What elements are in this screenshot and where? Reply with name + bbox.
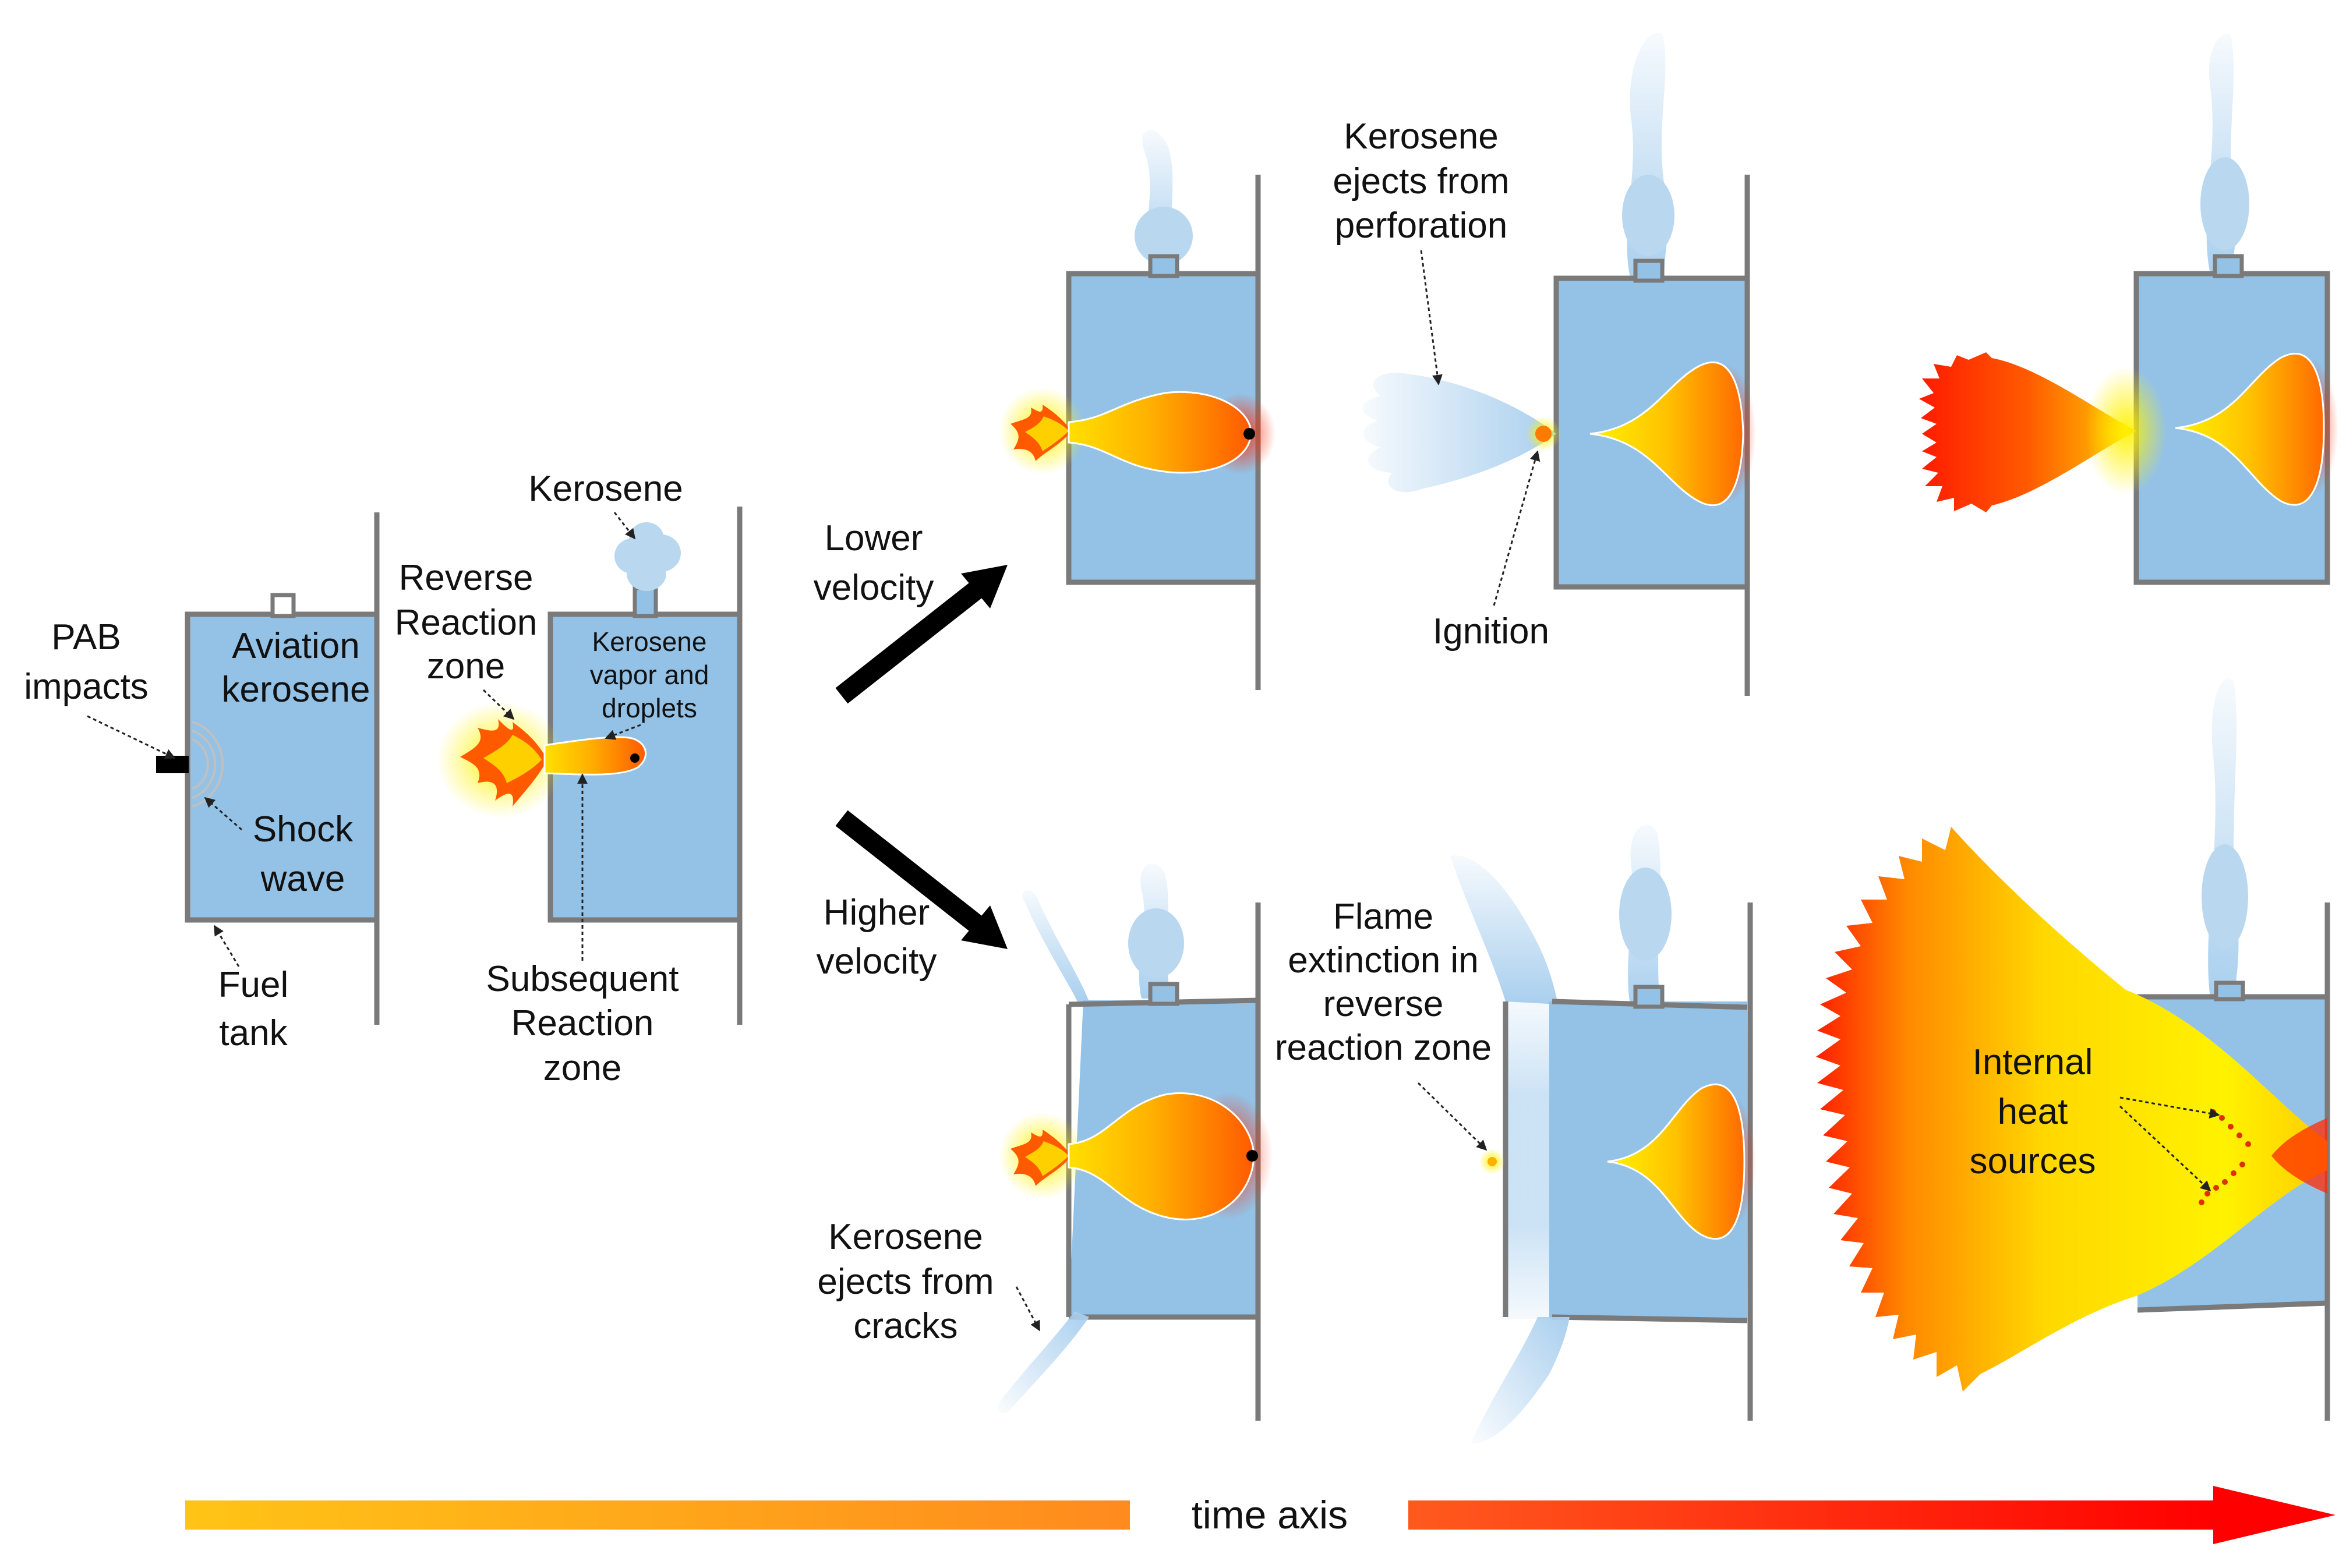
- leader-internal-1: [2119, 1096, 2220, 1119]
- leader-pab: [87, 715, 176, 759]
- flame-lower-2: [1589, 361, 1744, 507]
- tank2-neck: [633, 586, 658, 618]
- label-ejects-perf-2: ejects from: [1333, 161, 1509, 201]
- label-lower-1: Lower: [825, 518, 923, 558]
- kerosene-puff: [614, 522, 681, 591]
- panel-fuel-tank: PAB impacts Aviation kerosene Shock wave…: [24, 512, 380, 1053]
- impact-dot: [630, 753, 640, 763]
- leader-reverse: [482, 689, 515, 720]
- panel-lower-1: [999, 129, 1276, 690]
- label-subsequent-1: Subsequent: [486, 959, 679, 999]
- leader-internal-2: [2119, 1105, 2211, 1192]
- label-higher-1: Higher: [824, 893, 930, 933]
- panel-higher-3: Internal heat sources: [1816, 678, 2330, 1421]
- time-axis-arrowhead: [2213, 1486, 2336, 1544]
- label-aviation-2: kerosene: [221, 670, 370, 710]
- label-pab-2: impacts: [24, 667, 149, 707]
- label-ejects-cracks-3: cracks: [853, 1306, 958, 1346]
- arrow-higher-velocity: [835, 810, 985, 934]
- fan-fireball: [1816, 827, 2327, 1392]
- time-axis-bar-left: [185, 1500, 1130, 1530]
- exit-flame-lower: [1919, 352, 2136, 512]
- panel-lower-3: [1919, 34, 2338, 585]
- label-ejects-cracks-2: ejects from: [817, 1262, 994, 1302]
- leader-flame-ext: [1417, 1082, 1488, 1151]
- perforation-jet: [1362, 373, 1556, 493]
- label-flame-ext-1: Flame: [1333, 897, 1433, 937]
- label-internal-2: heat: [1998, 1092, 2068, 1132]
- label-flame-ext-2: extinction in: [1288, 940, 1478, 981]
- label-vapor-2: vapor and: [590, 660, 709, 690]
- label-subsequent-2: Reaction: [511, 1003, 654, 1043]
- projectile: [156, 756, 189, 773]
- label-ignition: Ignition: [1433, 611, 1549, 652]
- internal-heat-dots: [2199, 1109, 2251, 1205]
- label-fuel-1: Fuel: [218, 965, 289, 1005]
- label-internal-1: Internal: [1973, 1042, 2093, 1082]
- leader-kerosene-top: [613, 512, 636, 540]
- panel-reaction-zones: Kerosene Reverse Reaction zone Kerosene …: [395, 469, 743, 1088]
- leader-ejects-perf: [1420, 250, 1443, 385]
- label-vapor-1: Kerosene: [592, 627, 707, 657]
- label-higher-2: velocity: [817, 941, 937, 982]
- label-shock-2: wave: [260, 859, 345, 899]
- panel-higher-1: Kerosene ejects from cracks: [817, 863, 1273, 1421]
- time-axis-bar-right: [1408, 1500, 2215, 1530]
- fuel-tank-body: [185, 611, 380, 923]
- label-ejects-cracks-1: Kerosene: [828, 1217, 983, 1257]
- label-internal-3: sources: [1969, 1141, 2096, 1181]
- flame-lower-3: [2175, 352, 2325, 506]
- label-shock-1: Shock: [253, 809, 354, 850]
- leader-fuel: [213, 925, 240, 967]
- time-axis: time axis: [185, 1486, 2336, 1544]
- label-kerosene-top: Kerosene: [528, 469, 683, 509]
- label-flame-ext-3: reverse: [1323, 984, 1444, 1024]
- crack-jet-top: [1022, 890, 1089, 1001]
- label-ejects-perf-1: Kerosene: [1344, 116, 1498, 157]
- leader-ejects-cracks: [1015, 1286, 1041, 1332]
- sheet-jet-bottom: [1471, 1317, 1570, 1444]
- label-flame-ext-4: reaction zone: [1275, 1028, 1492, 1068]
- label-vapor-3: droplets: [602, 693, 697, 723]
- branch-arrows: Lower velocity Higher velocity: [814, 518, 1008, 982]
- sheet-jet-top: [1450, 855, 1558, 1004]
- label-time-axis: time axis: [1192, 1493, 1348, 1537]
- label-reverse-3: zone: [427, 646, 505, 686]
- crack-jet-bottom: [997, 1311, 1089, 1414]
- leader-shock: [204, 797, 242, 831]
- label-pab-1: PAB: [51, 617, 121, 657]
- label-lower-2: velocity: [814, 568, 934, 608]
- label-subsequent-3: zone: [543, 1048, 621, 1088]
- panel-lower-2: Kerosene ejects from perforation Ignitio…: [1333, 33, 1756, 696]
- label-reverse-2: Reaction: [395, 603, 538, 643]
- label-aviation-1: Aviation: [232, 626, 359, 666]
- panel-higher-2: Flame extinction in reverse reaction zon…: [1275, 824, 1756, 1444]
- arrow-lower-velocity: [835, 580, 985, 704]
- fuel-tank-vent: [270, 593, 296, 618]
- label-reverse-1: Reverse: [399, 558, 533, 598]
- flame-higher-2: [1607, 1083, 1746, 1240]
- label-ejects-perf-3: perforation: [1335, 206, 1507, 246]
- subsequent-flame: [543, 736, 647, 776]
- leader-ignition: [1493, 450, 1541, 606]
- label-fuel-2: tank: [219, 1013, 288, 1053]
